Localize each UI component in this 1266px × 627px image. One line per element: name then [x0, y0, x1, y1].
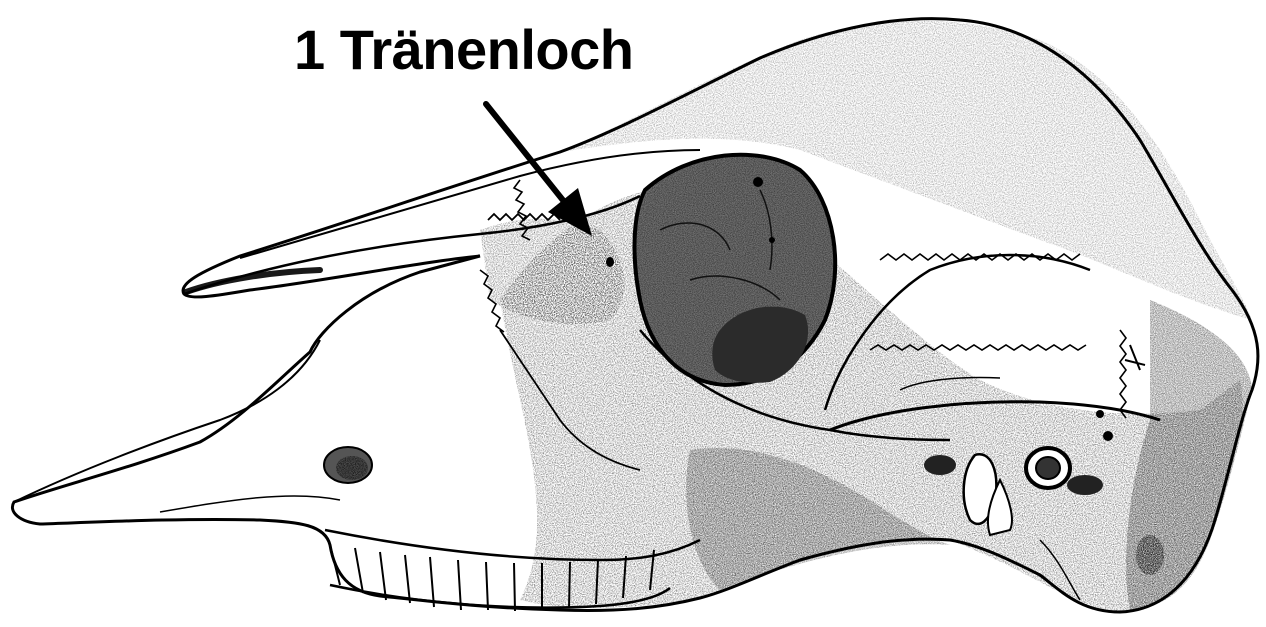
callout-label: 1 Tränenloch [294, 22, 633, 78]
lacrimal-foramen [606, 257, 614, 267]
orbit [635, 155, 836, 385]
callout-number: 1 [294, 18, 325, 81]
callout-term: Tränenloch [340, 18, 634, 81]
